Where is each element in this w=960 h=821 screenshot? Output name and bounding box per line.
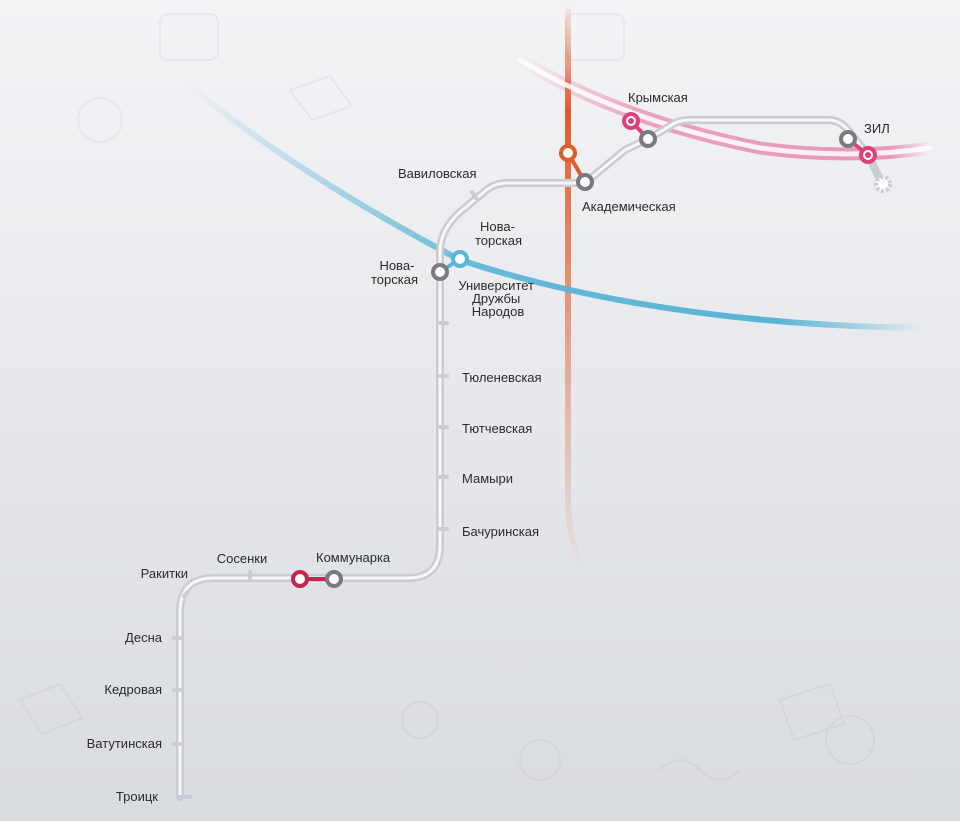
blue-line [182,79,928,331]
station-label-tyutchevskaya[interactable]: Тютчевская [462,421,532,436]
zil-pink-dot [865,152,871,158]
station-marker-future [874,175,892,193]
station-label-novatorskaya-right[interactable]: Нова- торская [475,219,522,248]
krymskaya-pink-dot [628,118,634,124]
station-label-novatorskaya-left[interactable]: Нова- торская [371,258,418,287]
station-label-kedrovaya[interactable]: Кедровая [104,682,162,697]
station-label-zil[interactable]: ЗИЛ [864,121,890,136]
main-line [176,116,886,801]
station-ticks [172,190,478,799]
station-marker-krymskaya[interactable] [639,130,657,148]
station-label-krymskaya[interactable]: Крымская [628,90,688,105]
station-label-mamyri[interactable]: Мамыри [462,471,513,486]
station-label-vavilovskaya[interactable]: Вавиловская [398,166,477,181]
station-label-sosenki[interactable]: Сосенки [217,551,267,566]
station-marker-kommunarka-red[interactable] [291,570,309,588]
station-label-rakitki[interactable]: Ракитки [141,566,188,581]
station-marker-akademicheskaya-orange[interactable] [559,144,577,162]
station-marker-kommunarka[interactable] [325,570,343,588]
orange-line [565,7,587,573]
station-label-desna[interactable]: Десна [125,630,163,645]
station-marker-novatorskaya-blue[interactable] [451,250,469,268]
station-labels: Троицк Ватутинская Кедровая Десна Ракитк… [87,90,890,804]
station-label-universitet[interactable]: Университет Дружбы Народов [458,278,537,319]
station-marker-zil[interactable] [839,130,857,148]
station-label-vatutinskaya[interactable]: Ватутинская [87,736,162,751]
station-label-bachurinskaya[interactable]: Бачуринская [462,524,539,539]
station-marker-akademicheskaya[interactable] [576,173,594,191]
station-label-kommunarka[interactable]: Коммунарка [316,550,391,565]
station-marker-novatorskaya[interactable] [431,263,449,281]
interchange-stations [291,112,892,588]
station-label-troitsk[interactable]: Троицк [116,789,158,804]
station-label-akademicheskaya[interactable]: Академическая [582,199,676,214]
station-label-tyulenevskaya[interactable]: Тюленевская [462,370,542,385]
